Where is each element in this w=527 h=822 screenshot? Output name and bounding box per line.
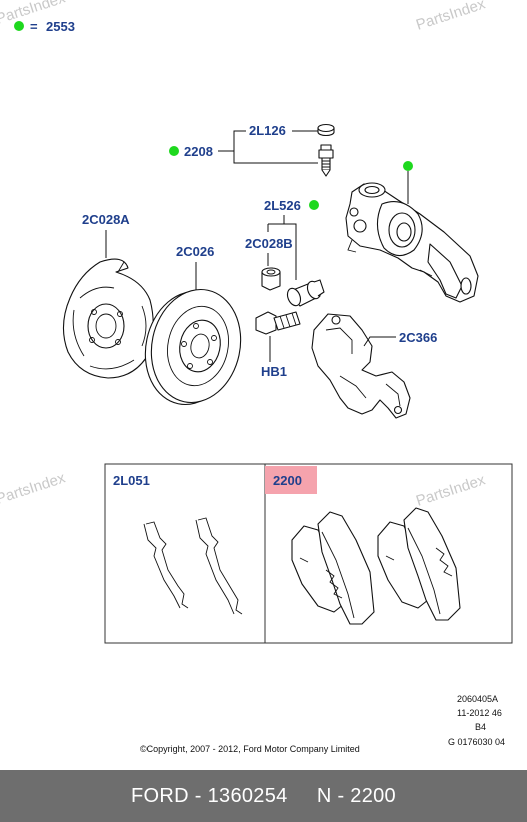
callout-2L126[interactable]: 2L126 [249, 123, 286, 138]
legend-part-number: 2553 [46, 19, 75, 34]
brake-pad-set-2200 [291, 507, 461, 625]
green-dot-2L526 [309, 200, 319, 210]
highlight-2200 [265, 466, 317, 494]
callout-2208[interactable]: 2208 [184, 144, 213, 159]
brake-caliper [345, 182, 479, 303]
ref-line-1: 2060405A [457, 694, 498, 704]
watermark-mid-right: PartsIndex [414, 471, 488, 509]
ref-line-3: B4 [475, 722, 486, 732]
anti-rattle-spring-right [195, 517, 243, 615]
callout-2C028B[interactable]: 2C028B [245, 236, 293, 251]
callout-2C026[interactable]: 2C026 [176, 244, 214, 259]
caliper-bracket-2C366 [311, 313, 411, 419]
callout-2C366[interactable]: 2C366 [399, 330, 437, 345]
green-dot-2208 [169, 146, 179, 156]
callout-2L051[interactable]: 2L051 [113, 473, 150, 488]
anti-rattle-spring-left [143, 521, 189, 609]
callout-2L526[interactable]: 2L526 [264, 198, 301, 213]
callout-2200[interactable]: 2200 [273, 473, 302, 488]
guide-pin-sleeve-2L526 [286, 279, 325, 307]
footer-note: N - 2200 [316, 784, 396, 807]
ref-line-4: G 0176030 04 [448, 737, 505, 747]
bleeder-screw-2208 [318, 144, 334, 177]
legend-green-dot [14, 21, 24, 31]
detail-box [104, 463, 513, 644]
copyright-notice: ©Copyright, 2007 - 2012, Ford Motor Comp… [140, 744, 360, 754]
leader-2C366 [363, 336, 396, 347]
parts-diagram: PartsIndex PartsIndex PartsIndex PartsIn… [0, 0, 513, 754]
legend-equals: = [30, 19, 38, 34]
brake-disc-2C026 [144, 288, 242, 406]
footer-gap [288, 785, 317, 808]
guide-pin-bolt-HB1 [255, 311, 301, 335]
footer-bar: FORD - 1360254 N - 2200 [0, 770, 527, 822]
leader-2L526 [267, 215, 297, 280]
footer-part-number: 1360254 [207, 784, 288, 807]
callout-2C028A[interactable]: 2C028A [82, 212, 130, 227]
watermark-mid-left: PartsIndex [0, 469, 68, 507]
guide-pin-bushing-2C028B [261, 267, 281, 291]
leader-2208 [218, 130, 318, 164]
bleeder-cap-2L126 [317, 123, 335, 137]
green-dot-caliper [403, 161, 413, 171]
callout-HB1[interactable]: HB1 [261, 364, 287, 379]
ref-line-2: 11-2012 46 [457, 708, 502, 718]
watermark-top-right: PartsIndex [414, 0, 488, 34]
splash-shield-2C028A [62, 258, 154, 379]
footer-brand: FORD [131, 784, 189, 807]
footer-dash: - [188, 784, 208, 807]
